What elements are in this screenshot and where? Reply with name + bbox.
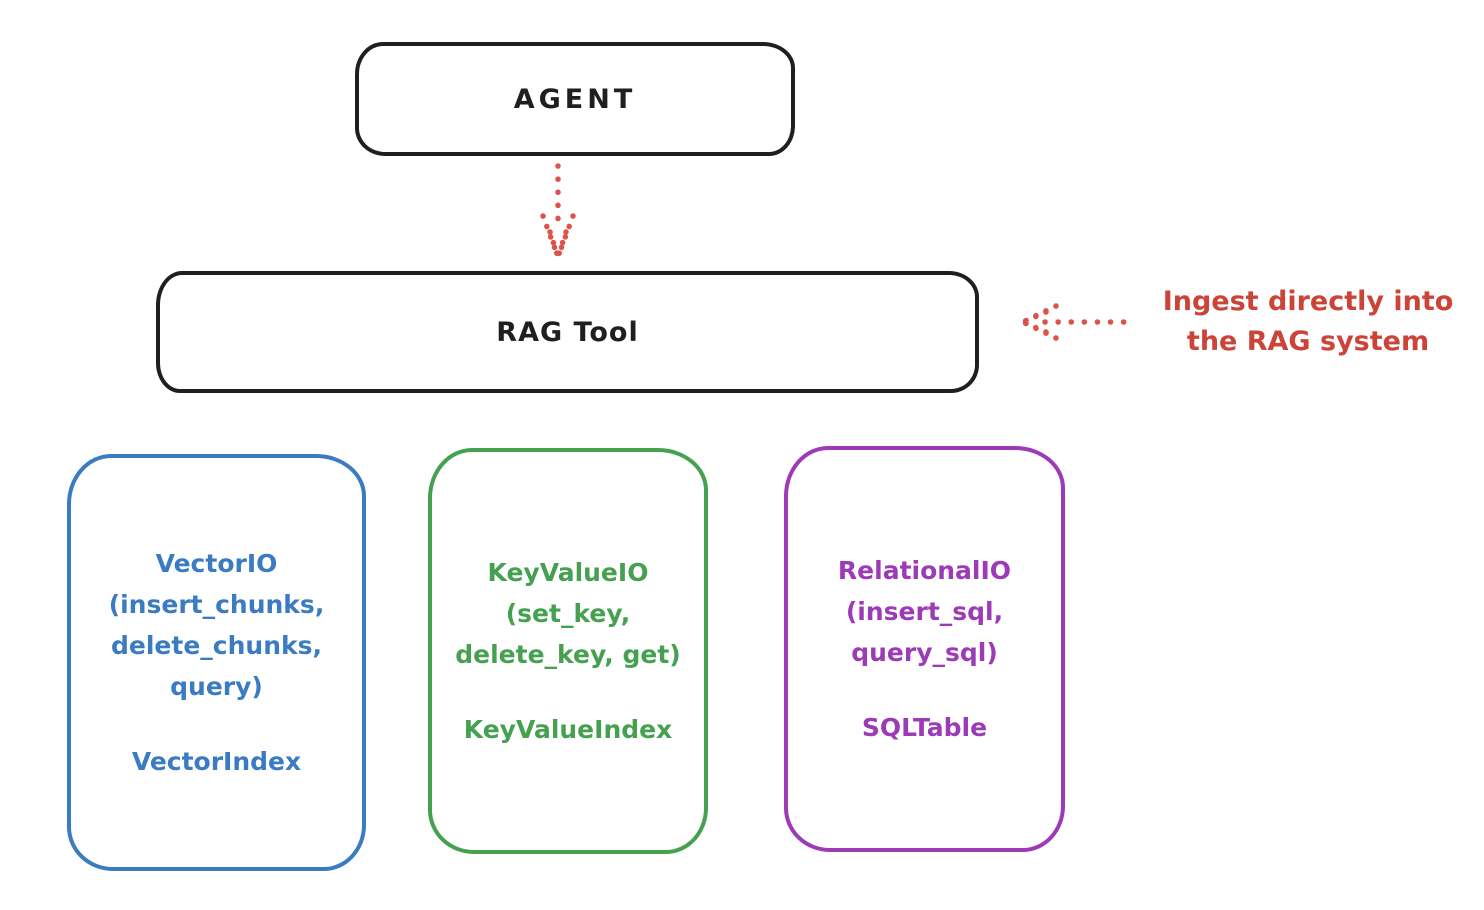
io-line: KeyValueIO xyxy=(487,558,649,587)
arrow-head-inner xyxy=(547,229,569,260)
io-line: (insert_chunks, xyxy=(108,590,325,619)
index-label: SQLTable xyxy=(861,713,988,742)
io-line: (insert_sql, xyxy=(845,597,1004,626)
rag-tool-label: RAG Tool xyxy=(496,316,639,348)
io-line: query) xyxy=(170,672,263,701)
io-line: delete_chunks, xyxy=(111,631,322,660)
annotation-dotted-arrow-icon xyxy=(1020,303,1138,341)
vector-io-node: VectorIO (insert_chunks, delete_chunks, … xyxy=(67,454,366,871)
agent-label: AGENT xyxy=(513,83,637,115)
ingest-annotation-line2: the RAG system xyxy=(1186,326,1430,357)
ingest-annotation: Ingest directly into the RAG system xyxy=(1140,282,1476,362)
arrow-head-top xyxy=(1020,303,1059,325)
arrow-head-bottom xyxy=(1020,319,1059,341)
arrow-head-right xyxy=(555,213,576,260)
io-line: (set_key, xyxy=(505,599,631,628)
agent-to-rag-dotted-arrow-icon xyxy=(540,163,576,260)
keyvalue-io-node: KeyValueIO (set_key, delete_key, get) Ke… xyxy=(428,448,708,854)
arrow-head-inner xyxy=(1020,309,1049,335)
io-line: query_sql) xyxy=(851,638,998,667)
rag-tool-node: RAG Tool xyxy=(156,271,979,393)
index-label: KeyValueIndex xyxy=(463,715,673,744)
agent-node: AGENT xyxy=(355,42,795,156)
index-label: VectorIndex xyxy=(131,747,302,776)
arrow-head-left xyxy=(540,213,561,260)
io-line: delete_key, get) xyxy=(455,640,681,669)
io-line: RelationalIO xyxy=(837,556,1012,585)
ingest-annotation-line1: Ingest directly into xyxy=(1162,286,1454,317)
io-line: VectorIO xyxy=(155,549,278,578)
relational-io-node: RelationalIO (insert_sql, query_sql) SQL… xyxy=(784,446,1065,852)
